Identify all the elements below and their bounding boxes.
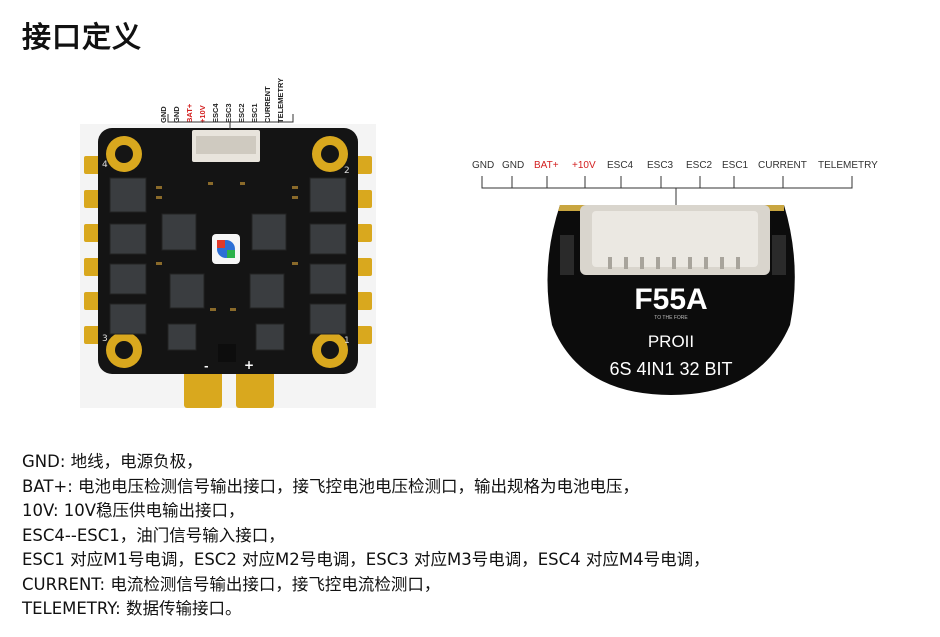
callout-label-esc1: ESC1	[722, 160, 749, 171]
page-title: 接口定义	[22, 20, 143, 54]
silkscreen-logo: F55A	[634, 283, 707, 316]
desc-esc-mapping: ESC1 对应M1号电调，ESC2 对应M2号电调，ESC3 对应M3号电调，E…	[22, 550, 710, 569]
callout-label-bat-plus: BAT+	[534, 160, 559, 171]
connector-zoom-view: F55A TO THE FORE PROII 6S 4IN1 32 BIT	[547, 205, 795, 395]
desc-bat-plus: BAT+: 电池电压检测信号输出接口，接飞控电池电压检测口，输出规格为电池电压，	[22, 476, 640, 496]
desc-gnd: GND: 地线，电源负极，	[22, 452, 203, 471]
esc-board-photo: 4 2 3 1 - +	[80, 78, 376, 408]
desc-current: CURRENT: 电流检测信号输出接口，接飞控电流检测口，	[22, 574, 441, 594]
callout-label-gnd-2: GND	[502, 160, 525, 171]
callout-label-esc3: ESC3	[647, 160, 674, 171]
motor-number-4: 4	[102, 160, 108, 170]
motor-number-1: 1	[344, 336, 350, 346]
desc-esc-range: ESC4--ESC1，油门信号输入接口，	[22, 525, 285, 545]
desc-10v: 10V: 10V稳压供电输出接口，	[22, 501, 245, 520]
desc-telemetry: TELEMETRY: 数据传输接口。	[22, 599, 242, 618]
callout-label-esc4: ESC4	[607, 160, 634, 171]
silkscreen-tagline: TO THE FORE	[654, 315, 688, 321]
motor-number-2: 2	[344, 166, 350, 176]
callout-label-10v: +10V	[572, 160, 596, 171]
callout-label-esc2: ESC2	[686, 160, 713, 171]
callout-bracket	[481, 176, 853, 220]
board-label-bracket	[167, 114, 294, 130]
callout-label-current: CURRENT	[758, 160, 807, 171]
esc-board-illustration	[80, 124, 376, 408]
polarity-plus: +	[244, 358, 255, 372]
polarity-minus: -	[204, 360, 209, 373]
motor-number-3: 3	[102, 334, 108, 344]
interface-description: GND: 地线，电源负极， BAT+: 电池电压检测信号输出接口，接飞控电池电压…	[22, 450, 922, 622]
callout-label-telemetry: TELEMETRY	[818, 160, 878, 171]
silkscreen-model: PROII	[648, 332, 694, 351]
callout-label-gnd-1: GND	[472, 160, 495, 171]
connector-callout-labels: GND GND BAT+ +10V ESC4 ESC3 ESC2 ESC1 CU…	[470, 160, 890, 176]
silkscreen-spec: 6S 4IN1 32 BIT	[609, 359, 732, 379]
